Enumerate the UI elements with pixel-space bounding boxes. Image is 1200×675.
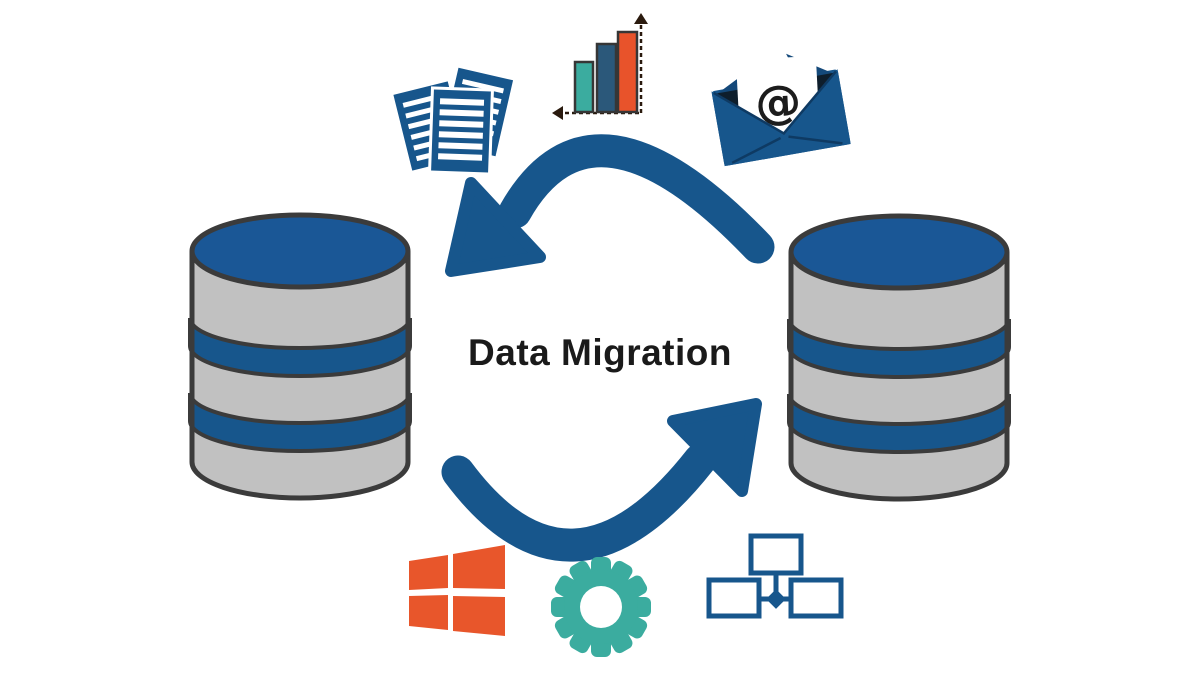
arrowhead-left — [445, 177, 546, 277]
email-icon: @ — [711, 53, 851, 167]
arrowhead-right — [667, 398, 762, 497]
network-icon — [706, 533, 844, 619]
bar-chart-icon — [552, 13, 648, 120]
documents-icon — [393, 67, 514, 176]
arrow-to-target — [441, 398, 762, 562]
windows-icon — [409, 545, 505, 636]
gear-icon — [551, 557, 651, 657]
arrow-to-source — [445, 134, 775, 277]
diagram-title: Data Migration — [468, 332, 732, 373]
